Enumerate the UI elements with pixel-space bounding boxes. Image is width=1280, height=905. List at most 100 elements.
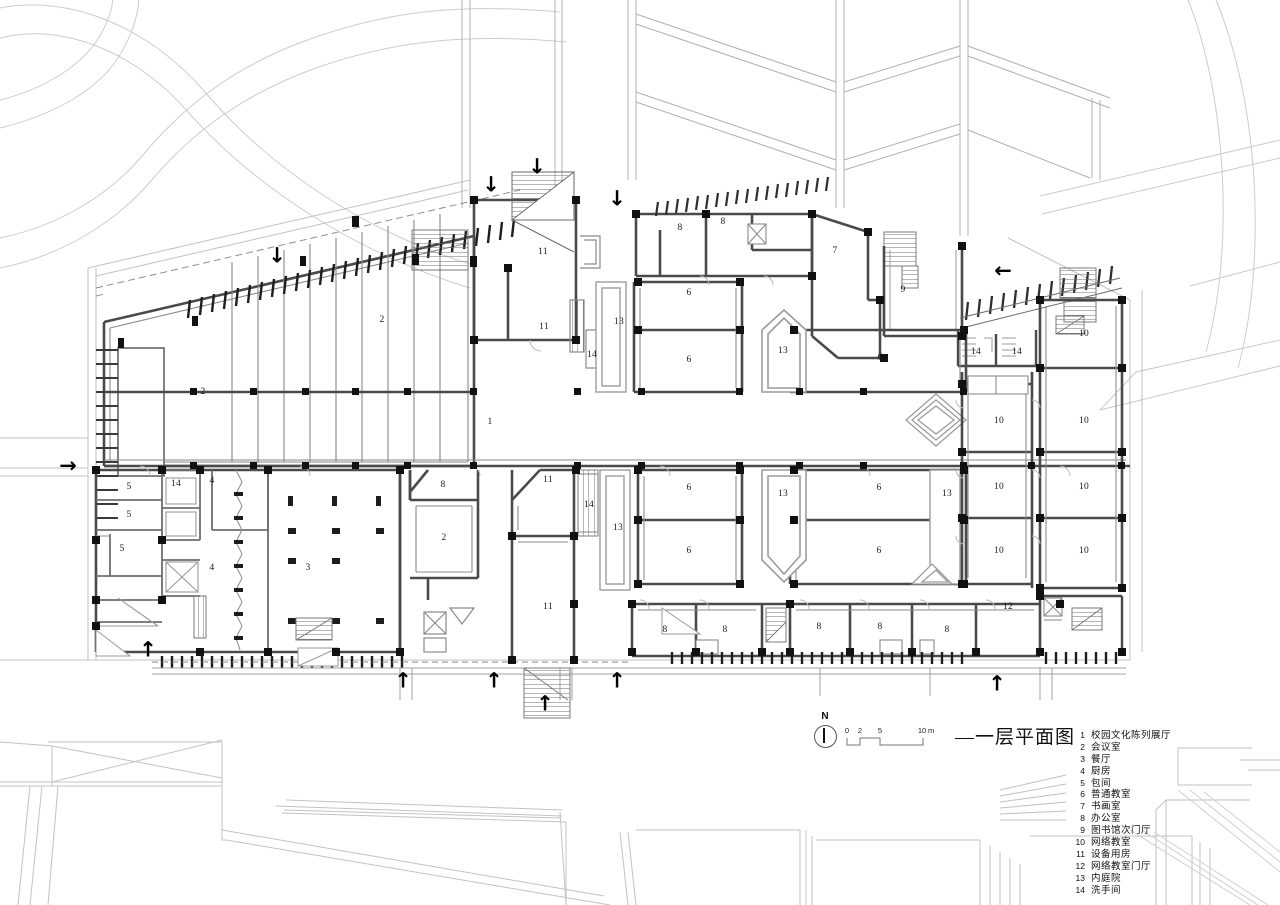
diamond-court-detail [905,393,967,585]
north-arrow-icon: N [812,711,838,756]
door-swings [139,275,1071,610]
room9-thin [889,250,957,330]
room-number-13: 13 [941,489,953,499]
room-number-13: 13 [612,523,624,533]
room11-south-thin [517,469,599,543]
room-number-13: 13 [777,346,789,356]
legend-label: 普通教室 [1091,789,1132,801]
room-number-5: 5 [119,544,125,554]
courtyard-13-south-center [761,469,807,584]
toilet-fixtures-ne [962,337,1016,357]
room-number-8: 8 [440,480,446,490]
room-number-10: 10 [1078,546,1090,556]
room-number-8: 8 [816,622,822,632]
room-number-10: 10 [993,416,1005,426]
scale-tick-0: 0 [844,726,850,735]
north-label: N [821,711,829,722]
room-number-8: 8 [722,625,728,635]
entrance-arrow-up-icon: ↑ [485,668,503,693]
room-number-11: 11 [543,475,553,485]
legend-number: 3 [1080,753,1085,764]
north-circle [814,725,837,748]
partition-nibs [234,492,243,640]
nw-bay-window [117,347,165,477]
room-number-8: 8 [877,622,883,632]
title-text: 一层平面图 [975,727,1076,748]
entrance-arrow-up-icon: ↑ [608,668,626,693]
entrance-arrow-up-icon: ↑ [536,691,554,716]
stair-room12 [1071,607,1103,631]
walls-east-wing [960,298,1124,590]
room-number-6: 6 [686,355,692,365]
scale-tick-2: 2 [857,726,863,735]
roof-lines-upper [461,0,1111,236]
room-number-11: 11 [538,247,548,257]
room-number-10: 10 [1078,482,1090,492]
walls-toilets-ne [956,330,1038,368]
room-number-8: 8 [662,625,668,635]
room-number-13: 13 [777,489,789,499]
entrance-arrow-up-icon: ↑ [988,671,1006,696]
legend-label: 校园文化陈列展厅 [1091,730,1172,741]
room-number-13: 13 [613,317,625,327]
entrance-arrow-right-icon: → [59,453,77,478]
dining-columns [288,496,384,624]
walls-south-offices [630,596,1042,658]
room-number-6: 6 [686,546,692,556]
stair-sw [193,595,333,641]
entrance-arrow-left-icon: ← [994,258,1012,283]
legend-number: 13 [1075,872,1085,883]
walls-north-stairhall [472,198,578,342]
room-number-8: 8 [720,217,726,227]
north-office-railing [654,176,830,217]
legend-label: 网络教室门厅 [1091,860,1152,872]
room-number-10: 10 [1078,416,1090,426]
site-bottom-landscape [0,739,1280,905]
legend-label: 内庭院 [1091,872,1122,884]
drawing-title: —一层平面图 [955,722,1075,749]
courtyard-13-right-south [929,469,961,585]
legend-number: 7 [1080,801,1085,812]
legend-number: 6 [1080,789,1085,800]
room-number-10: 10 [993,546,1005,556]
room-number-9: 9 [900,285,906,295]
room-number-8: 8 [944,625,950,635]
structural-columns [92,196,1126,664]
legend-number: 9 [1080,825,1085,836]
walls-room9 [882,246,964,338]
legend-number: 8 [1080,813,1085,824]
legend-label: 设备用房 [1091,848,1132,860]
legend-number: 14 [1075,884,1085,895]
north-lift [747,223,767,245]
room-number-2: 2 [441,533,447,543]
courtyard-13-left-north [595,281,627,393]
sw-interior-walls [96,469,269,652]
legend-label: 包间 [1091,777,1112,789]
room-number-14: 14 [583,500,595,510]
room-number-1: 1 [487,417,493,427]
room-number-11: 11 [543,602,553,612]
room-number-4: 4 [209,476,215,486]
courtyard-13-left-south [599,469,631,591]
south-central-lift [423,607,476,653]
legend-label: 餐厅 [1091,753,1112,765]
entrance-arrow-up-icon: ↑ [394,668,412,693]
entrance-arrow-down-icon: ↓ [608,186,626,211]
room-number-6: 6 [877,353,883,363]
legend-item-3: 3 餐厅 [1068,751,1258,765]
walls-sw-wing [94,468,402,654]
room-number-6: 6 [686,483,692,493]
legend-item-6: 6 普通教室 [1068,786,1258,801]
room-number-2: 2 [200,387,206,397]
walls-south-central [398,469,480,652]
walls-central-court [104,390,1130,468]
nw-dashed-edge [95,189,521,297]
